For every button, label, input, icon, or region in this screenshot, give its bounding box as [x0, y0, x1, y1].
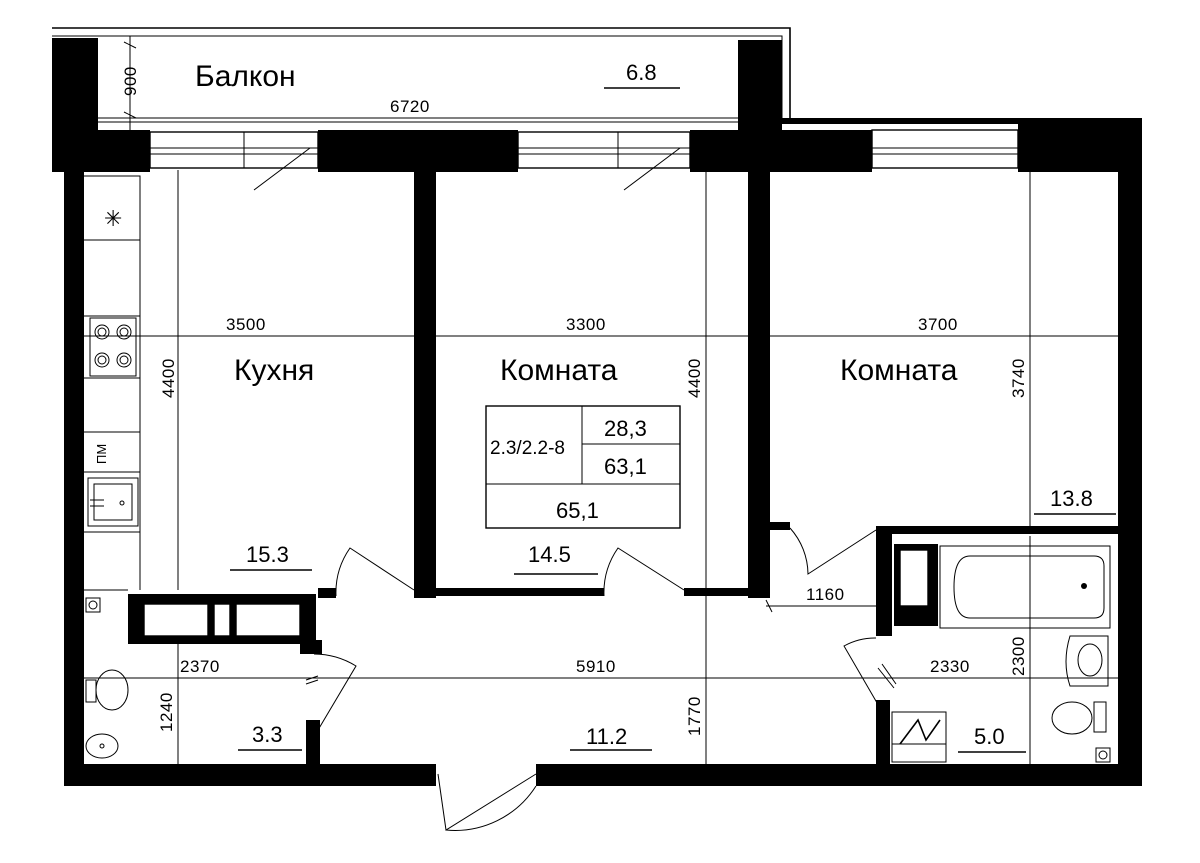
wc-width-dim: 2370 — [180, 657, 220, 676]
balcony-label: Балкон — [195, 60, 296, 93]
type-code: 2.3/2.2-8 — [490, 438, 565, 459]
wc-depth-dim: 1240 — [157, 692, 176, 732]
hall: 1160 5910 1770 11.2 — [84, 585, 1118, 831]
balcony-right-wall — [738, 40, 782, 130]
balcony: 900 Балкон 6.8 6720 — [52, 27, 791, 170]
washing-machine-icon — [894, 544, 938, 626]
balcony-length-dim: 6720 — [390, 97, 430, 116]
room1-area: 14.5 — [528, 542, 571, 567]
bathroom: 2330 2300 5.0 — [843, 536, 1111, 766]
bath-depth-dim: 2300 — [1009, 636, 1028, 676]
room2-label: Комната — [840, 354, 958, 387]
total-with-balcony: 65,1 — [556, 498, 599, 523]
vent-icon: ✳ — [104, 207, 122, 232]
summary-table: 2.3/2.2-8 28,3 63,1 65,1 — [485, 405, 681, 529]
washbasin-icon — [85, 733, 119, 759]
kitchen-width-dim: 3500 — [226, 315, 266, 334]
boiler-icon — [891, 711, 947, 763]
bath-width-dim: 2330 — [930, 657, 970, 676]
room1-depth-dim: 4400 — [685, 358, 704, 398]
balcony-area: 6.8 — [626, 60, 657, 85]
room1-width-dim: 3300 — [566, 315, 606, 334]
room2-width-dim: 3700 — [918, 315, 958, 334]
windows — [149, 129, 1019, 191]
room-1: 3300 4400 Комната 14.5 2.3/2.2-8 28,3 63… — [436, 170, 748, 766]
kitchen-area: 15.3 — [246, 542, 289, 567]
passage-width-dim: 1160 — [806, 585, 845, 604]
living-area: 28,3 — [604, 416, 647, 441]
room2-area: 13.8 — [1050, 486, 1093, 511]
bath-washbasin-icon — [1065, 635, 1109, 687]
bath-toilet-icon — [1051, 701, 1107, 735]
wc-area: 3.3 — [252, 722, 283, 747]
kitchen-depth-dim: 4400 — [159, 358, 178, 398]
socket-icon — [85, 597, 101, 613]
balcony-depth-dim: 900 — [121, 66, 140, 96]
kitchen: ✳ ПМ 3500 4400 Кухня 15.3 — [84, 170, 415, 597]
room2-depth-dim: 3740 — [1009, 358, 1028, 398]
sink-icon — [87, 477, 139, 527]
total-area: 63,1 — [604, 454, 647, 479]
toilet-icon — [85, 669, 129, 711]
room1-label: Комната — [500, 354, 618, 387]
wc: 2370 1240 3.3 — [84, 589, 357, 766]
bath-socket-icon — [1095, 747, 1111, 763]
hall-length-dim: 5910 — [576, 657, 616, 676]
kitchen-label: Кухня — [234, 354, 314, 387]
room-2: 3700 3740 Комната 13.8 — [770, 170, 1118, 575]
exterior-walls — [52, 118, 1142, 786]
bathroom-area: 5.0 — [974, 724, 1005, 749]
stove-icon — [89, 317, 137, 377]
dishwasher-label: ПМ — [94, 444, 109, 464]
hall-area: 11.2 — [586, 724, 627, 749]
hall-depth-dim: 1770 — [685, 696, 704, 736]
interior-walls — [128, 170, 1118, 766]
bathtub-icon — [939, 545, 1111, 629]
